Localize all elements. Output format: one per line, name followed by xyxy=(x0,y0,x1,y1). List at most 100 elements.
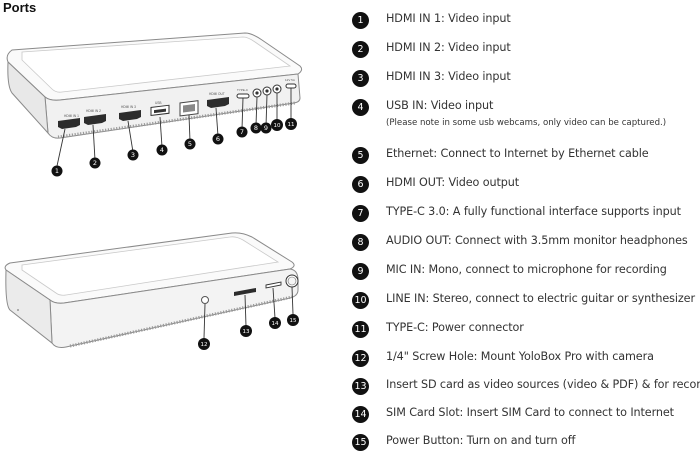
legend-text: TYPE-C: Power connector xyxy=(386,321,524,334)
legend-item-9: 9 MIC IN: Mono, connect to microphone for… xyxy=(352,261,667,281)
legend-text: 1/4" Screw Hole: Mount YoloBox Pro with … xyxy=(386,350,654,363)
legend-number: 13 xyxy=(352,377,369,395)
legend-text: AUDIO OUT: Connect with 3.5mm monitor he… xyxy=(386,234,688,247)
hdmi-out-port: HDMI OUT xyxy=(207,92,229,108)
callout-number: 11 xyxy=(288,122,295,128)
bottom-device xyxy=(4,232,299,348)
top-callout-7: 7 xyxy=(236,126,248,138)
legend-item-12: 12 1/4" Screw Hole: Mount YoloBox Pro wit… xyxy=(352,348,654,368)
legend-number: 12 xyxy=(352,349,369,367)
legend-note: (Please note in some usb webcams, only v… xyxy=(386,118,667,128)
power-button xyxy=(285,274,299,288)
bottom-callout-15: 15 xyxy=(287,314,299,326)
bottom-callout-12: 12 xyxy=(198,338,210,350)
legend-item-11: 11 TYPE-C: Power connector xyxy=(352,319,524,339)
legend-text: HDMI IN 2: Video input xyxy=(386,41,511,54)
legend-number: 14 xyxy=(352,405,369,423)
legend-text: HDMI IN 1: Video input xyxy=(386,12,511,25)
legend-number: 2 xyxy=(352,40,369,58)
callout-number: 4 xyxy=(160,146,164,154)
legend-text: Insert SD card as video sources (video &… xyxy=(386,378,700,391)
legend-number: 3 xyxy=(352,69,369,87)
legend-number: 10 xyxy=(352,291,369,309)
callout-number: 7 xyxy=(240,128,244,136)
legend-number: 11 xyxy=(352,320,369,338)
legend-text: USB IN: Video input xyxy=(386,99,494,112)
port-label-hdmi-out: HDMI OUT xyxy=(209,92,225,96)
bottom-callouts: 12 13 14 15 xyxy=(198,314,299,350)
port-label-hdmi-in-2: HDMI IN 2 xyxy=(86,109,101,113)
callout-number: 5 xyxy=(188,140,192,148)
callout-number: 14 xyxy=(272,321,279,327)
top-callout-11: 11 xyxy=(285,118,297,130)
bottom-callout-14: 14 xyxy=(269,317,281,329)
audio-jacks xyxy=(252,84,282,98)
screw-hole xyxy=(201,296,209,304)
top-callout-1: 1 xyxy=(51,165,63,177)
legend-item-14: 14 SIM Card Slot: Insert SIM Card to conn… xyxy=(352,404,674,424)
legend-number: 6 xyxy=(352,175,369,193)
port-label-hdmi-in-3: HDMI IN 3 xyxy=(121,105,136,109)
callout-number: 13 xyxy=(243,329,250,335)
top-callout-2: 2 xyxy=(89,157,101,169)
legend-item-4: 4 USB IN: Video input (Please note in some… xyxy=(352,97,666,128)
top-device: HDMI IN 1 HDMI IN 2 HDMI IN 3 USB HDMI O… xyxy=(6,32,303,167)
device-diagram: HDMI IN 1 HDMI IN 2 HDMI IN 3 USB HDMI O… xyxy=(4,32,303,350)
top-callout-5: 5 xyxy=(184,138,196,150)
legend-text: HDMI IN 3: Video input xyxy=(386,70,511,83)
legend-number: 5 xyxy=(352,146,369,164)
legend-number: 7 xyxy=(352,204,369,222)
callout-number: 10 xyxy=(274,123,281,129)
legend-item-5: 5 Ethernet: Connect to Internet by Ethern… xyxy=(352,145,649,165)
port-label-type-c: TYPE-C xyxy=(237,88,249,92)
callout-number: 12 xyxy=(201,342,208,348)
legend-item-2: 2 HDMI IN 2: Video input xyxy=(352,39,511,59)
port-label-usb: USB xyxy=(155,101,162,105)
hdmi-in-3-port: HDMI IN 3 xyxy=(119,105,141,121)
legend-item-6: 6 HDMI OUT: Video output xyxy=(352,174,519,194)
top-callout-3: 3 xyxy=(127,149,139,161)
port-label-hdmi-in-1: HDMI IN 1 xyxy=(64,114,79,118)
bottom-callout-13: 13 xyxy=(240,325,252,337)
legend-item-7: 7 TYPE-C 3.0: A fully functional interfac… xyxy=(352,203,681,223)
top-callout-8: 8 xyxy=(250,122,262,134)
top-callout-4: 4 xyxy=(156,144,168,156)
legend-text: SIM Card Slot: Insert SIM Card to connec… xyxy=(386,406,674,419)
hdmi-in-2-port: HDMI IN 2 xyxy=(84,109,106,125)
legend-item-13: 13 Insert SD card as video sources (video… xyxy=(352,376,700,396)
legend-number: 8 xyxy=(352,233,369,251)
top-callout-6: 6 xyxy=(212,133,224,145)
page-title: Ports xyxy=(3,0,37,15)
callout-number: 3 xyxy=(131,151,135,159)
legend-number: 1 xyxy=(352,11,369,29)
callout-number: 15 xyxy=(290,318,297,324)
legend-number: 9 xyxy=(352,262,369,280)
legend-item-10: 10 LINE IN: Stereo, connect to electric g… xyxy=(352,290,695,310)
legend-item-1: 1 HDMI IN 1: Video input xyxy=(352,10,511,30)
sim-card-slot xyxy=(265,281,282,289)
legend-item-3: 3 HDMI IN 3: Video input xyxy=(352,68,511,88)
legend-text: TYPE-C 3.0: A fully functional interface… xyxy=(386,205,681,218)
legend-text: Power Button: Turn on and turn off xyxy=(386,434,576,447)
legend-text: Ethernet: Connect to Internet by Etherne… xyxy=(386,147,649,160)
hdmi-in-1-port: HDMI IN 1 xyxy=(58,114,80,129)
callout-number: 2 xyxy=(93,159,97,167)
top-callout-9: 9 xyxy=(260,122,272,134)
callout-number: 8 xyxy=(254,124,258,132)
legend-number: 15 xyxy=(352,433,369,451)
sd-card-slot xyxy=(234,288,256,296)
legend-item-8: 8 AUDIO OUT: Connect with 3.5mm monitor h… xyxy=(352,232,688,252)
legend-text: HDMI OUT: Video output xyxy=(386,176,520,189)
callout-number: 9 xyxy=(264,124,268,132)
legend-text: MIC IN: Mono, connect to microphone for … xyxy=(386,263,667,276)
legend-text: LINE IN: Stereo, connect to electric gui… xyxy=(386,292,695,305)
callout-number: 6 xyxy=(216,135,220,143)
ethernet-port xyxy=(179,100,199,117)
legend-number: 4 xyxy=(352,98,369,116)
top-callout-10: 10 xyxy=(271,119,283,131)
legend-item-15: 15 Power Button: Turn on and turn off xyxy=(352,432,576,452)
callout-number: 1 xyxy=(55,167,59,175)
port-label-power: 12V 5A xyxy=(285,78,295,82)
usb-port: USB xyxy=(150,101,170,117)
